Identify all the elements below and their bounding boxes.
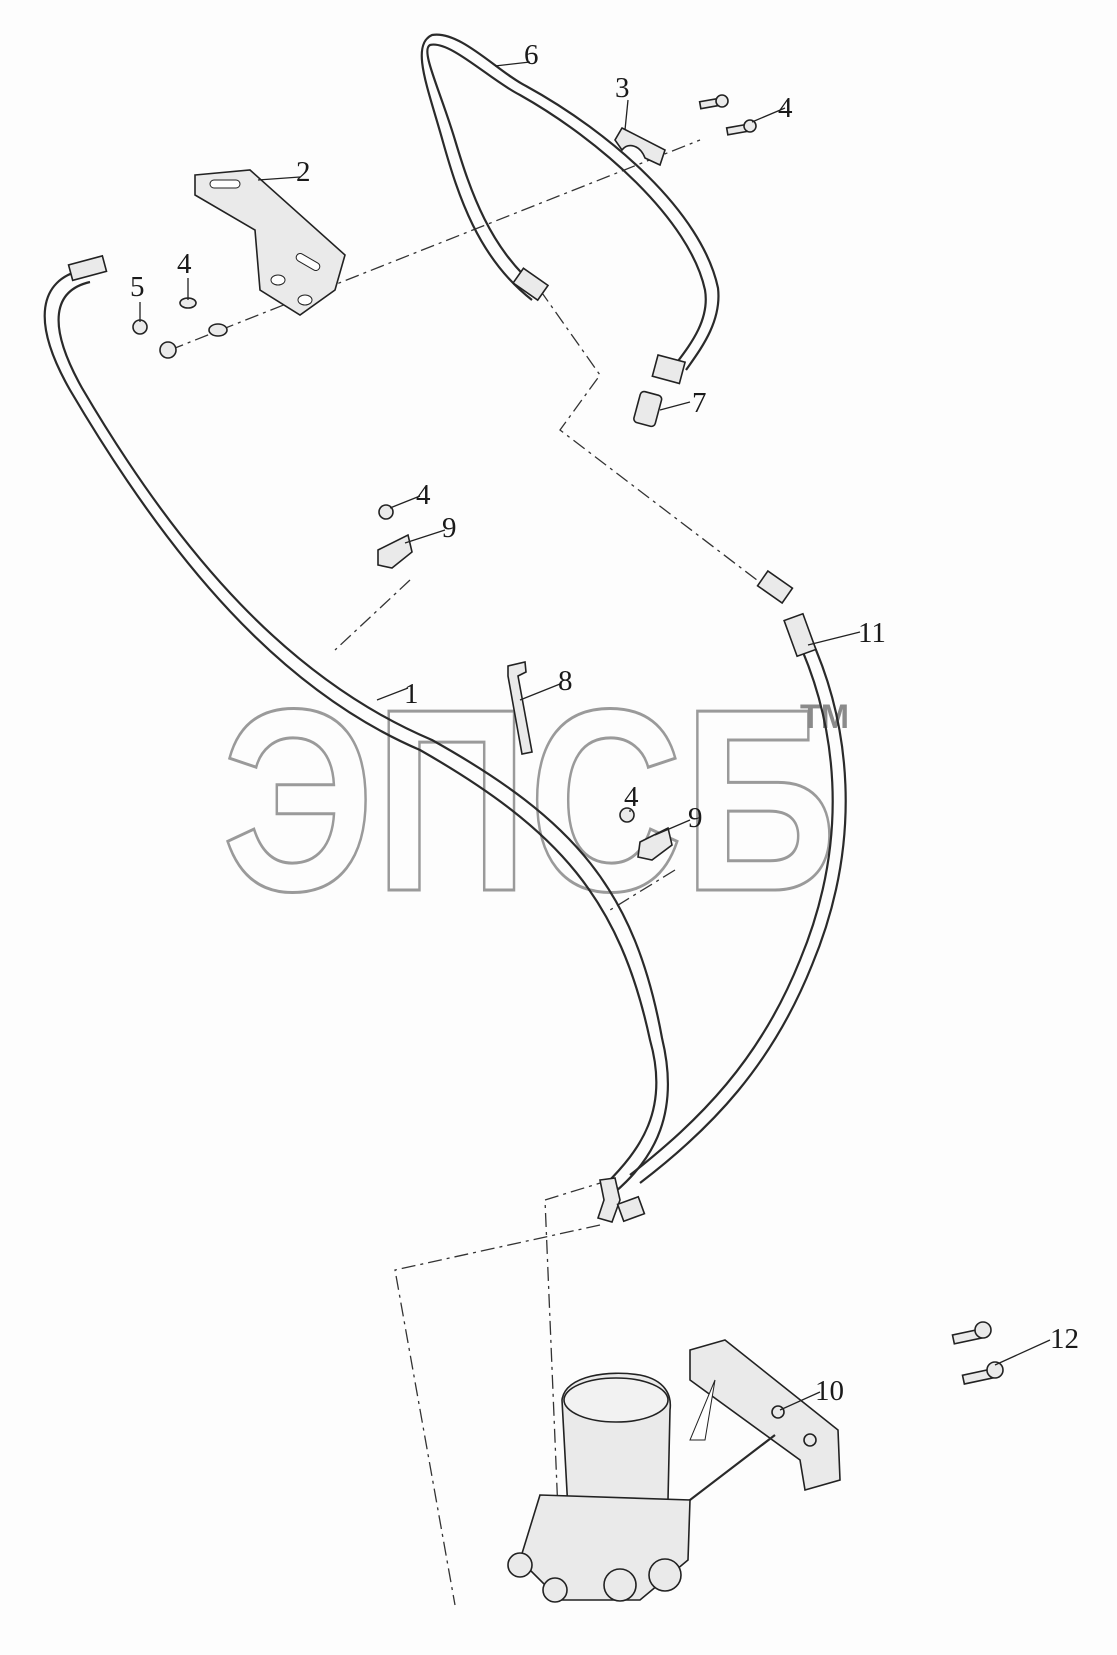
callout-9-lower: 9 [688,802,703,834]
centerline-clip-lower [609,869,676,911]
callout-11: 11 [858,617,886,649]
callouts: 1 2 3 4 4 4 4 5 6 7 8 9 9 10 11 12 [130,39,1079,1407]
callout-6: 6 [524,39,539,71]
callout-8: 8 [558,665,573,697]
centerline-clip-upper [334,579,411,651]
pipe-1 [43,254,670,1193]
callout-4-lower: 4 [624,781,639,813]
fasteners [132,94,757,823]
cable-tie-8 [507,661,533,755]
pipe-6-nut-top [512,267,550,302]
callout-4-middle: 4 [416,479,431,511]
pipe-11-sleeve [783,612,817,658]
callout-1: 1 [404,678,419,710]
callout-4-top: 4 [778,92,793,124]
callout-10: 10 [815,1375,844,1407]
watermark-text: ЭПСБ [222,656,837,946]
clips-9 [377,533,673,861]
bolts-12 [951,1321,1004,1385]
pipe-1-fitting [67,254,108,282]
bracket-2 [194,169,346,316]
centerline-pipe-6-to-11 [539,289,771,591]
callout-2: 2 [296,156,311,188]
elbow-fitting [596,1177,646,1223]
pipe-11 [629,569,847,1184]
watermark: ЭПСБ TM [221,655,850,948]
callout-5: 5 [130,271,145,303]
callout-7: 7 [692,387,707,419]
callout-3: 3 [615,72,630,104]
callout-4-bracket: 4 [177,248,192,280]
air-dryer-10 [507,1339,841,1603]
leader-lines [139,61,1051,1411]
pipe-6 [420,33,720,385]
assembly-lines [169,139,771,1606]
pipe-11-nut [756,569,794,605]
clamp-3 [614,126,666,167]
pipe-6-nut-bottom [651,353,687,385]
centerline-dryer [394,1179,611,1606]
callout-12: 12 [1050,1323,1079,1355]
connector-7 [633,390,663,428]
callout-9-upper: 9 [442,512,457,544]
